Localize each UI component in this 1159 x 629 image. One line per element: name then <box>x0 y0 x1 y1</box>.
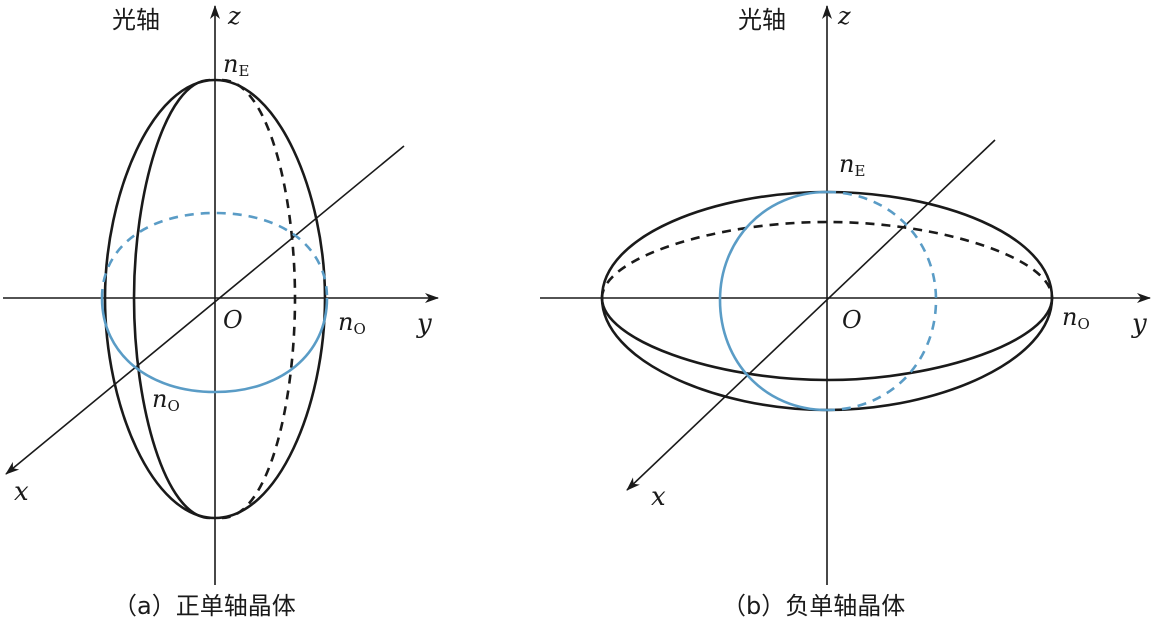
ne-label: nE <box>839 150 865 180</box>
ordinary-circle-back <box>826 190 938 412</box>
no-label-right: nO <box>338 308 366 338</box>
ellipsoid-back-meridian <box>221 78 297 520</box>
y-axis-label: y <box>1131 309 1147 339</box>
z-axis-label: z <box>837 2 851 30</box>
x-axis <box>626 139 996 491</box>
origin-label: O <box>223 306 243 334</box>
ordinary-circle-front <box>100 297 329 394</box>
x-axis-label: x <box>14 477 29 507</box>
ellipsoid-back-equator <box>600 220 1054 299</box>
caption-b: （b）负单轴晶体 <box>722 592 905 620</box>
no-label-lower: nO <box>152 385 180 415</box>
optic-axis-label: 光轴 <box>112 6 160 34</box>
x-axis <box>5 145 405 475</box>
ne-label: nE <box>223 50 249 80</box>
y-axis-label: y <box>416 309 432 339</box>
ellipsoid-outline <box>103 78 327 520</box>
x-axis-label: x <box>651 482 666 512</box>
ordinary-circle-front <box>718 190 828 412</box>
origin-label: O <box>842 306 862 334</box>
ellipsoid-front-equator <box>600 297 1054 382</box>
optic-axis-label: 光轴 <box>738 6 786 34</box>
panel-a-positive-uniaxial: 光轴 z y x O nE nO nO （a）正单轴晶体 <box>3 2 439 620</box>
caption-a: （a）正单轴晶体 <box>113 592 296 620</box>
no-label: nO <box>1062 303 1090 333</box>
z-axis-label: z <box>227 2 241 30</box>
panel-b-negative-uniaxial: 光轴 z y x O nE nO （b）负单轴晶体 <box>540 2 1151 620</box>
ellipsoid-front-meridian <box>132 78 211 520</box>
